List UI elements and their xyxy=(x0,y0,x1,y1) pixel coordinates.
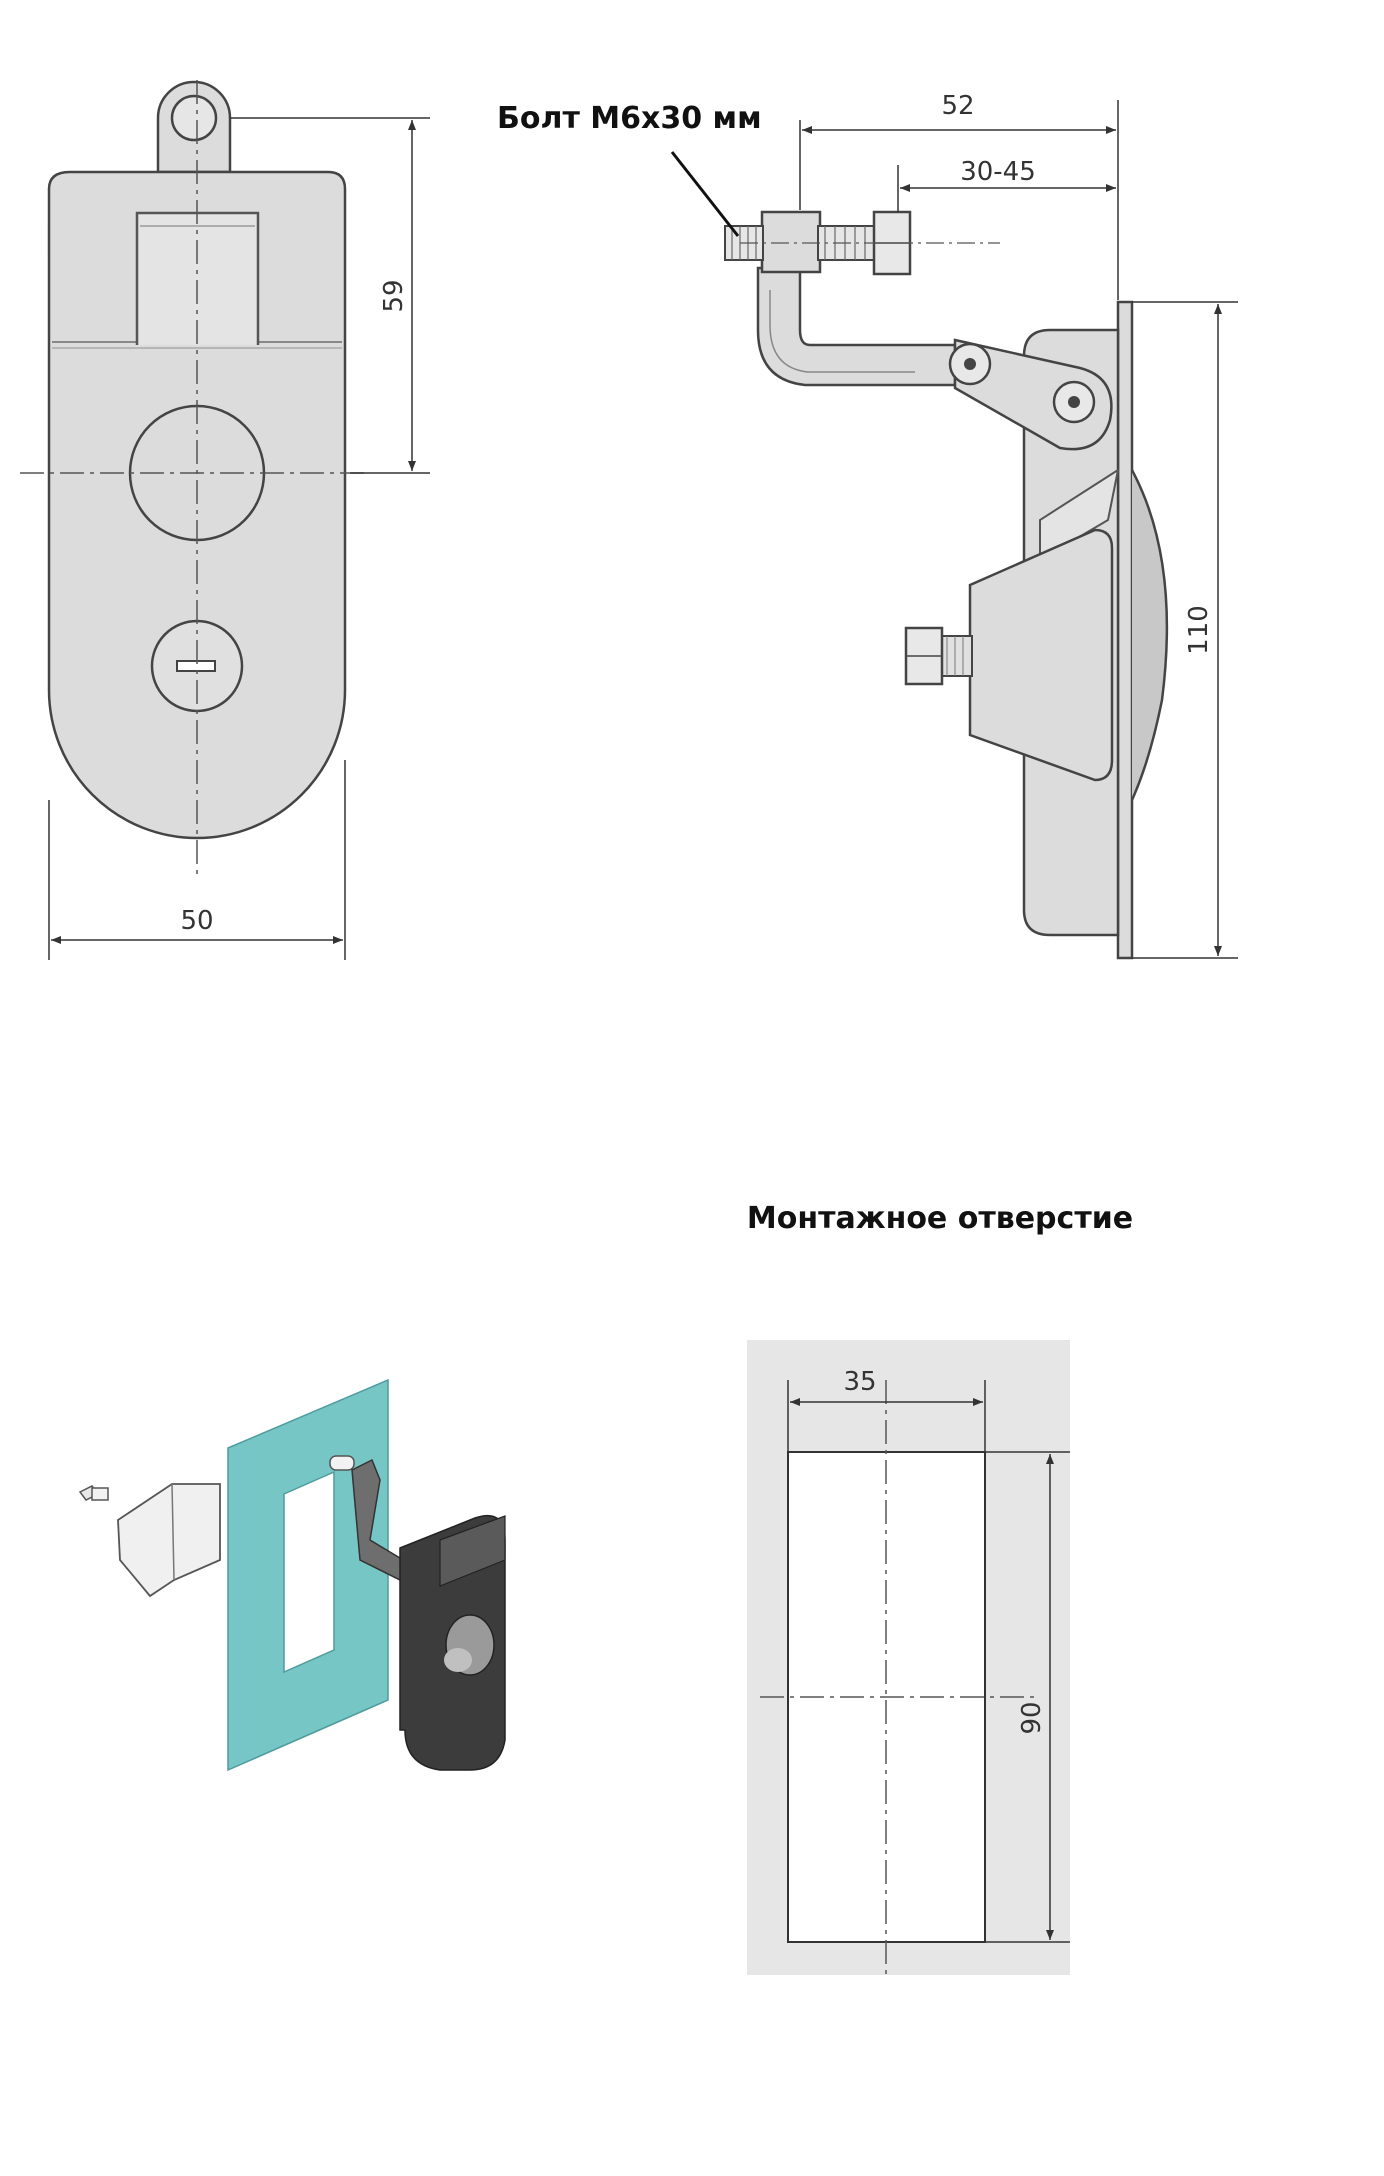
front-width-dimension: 50 xyxy=(180,906,213,936)
l-bracket-arm xyxy=(756,266,957,387)
bolt-label: Болт М6х30 мм xyxy=(497,101,762,136)
bolt-block xyxy=(760,210,822,274)
top-hinge-tab xyxy=(156,80,232,174)
isometric-assembly xyxy=(78,1378,506,1772)
hole-width-dimension: 35 xyxy=(843,1367,876,1397)
latch-assembly-3d xyxy=(329,1455,506,1771)
screw-icon xyxy=(78,1485,109,1501)
front-view: 50 59 xyxy=(20,80,430,960)
lower-bolt-icon xyxy=(904,626,973,686)
front-height-dimension: 59 xyxy=(379,279,409,312)
hole-height-dimension: 90 xyxy=(1017,1701,1047,1734)
overall-depth-dimension: 52 xyxy=(941,91,974,121)
door-plate xyxy=(1116,300,1134,960)
mounting-hole-title: Монтажное отверстие xyxy=(747,1201,1133,1236)
cam-wedge xyxy=(968,528,1114,782)
side-height-dimension: 110 xyxy=(1184,605,1214,655)
side-view: Болт М6х30 мм 52 30-45 110 xyxy=(497,91,1238,960)
mounting-hole-view: Монтажное отверстие 35 90 xyxy=(747,1201,1133,1975)
bent-bracket xyxy=(117,1483,221,1598)
adjust-range-dimension: 30-45 xyxy=(960,157,1036,187)
